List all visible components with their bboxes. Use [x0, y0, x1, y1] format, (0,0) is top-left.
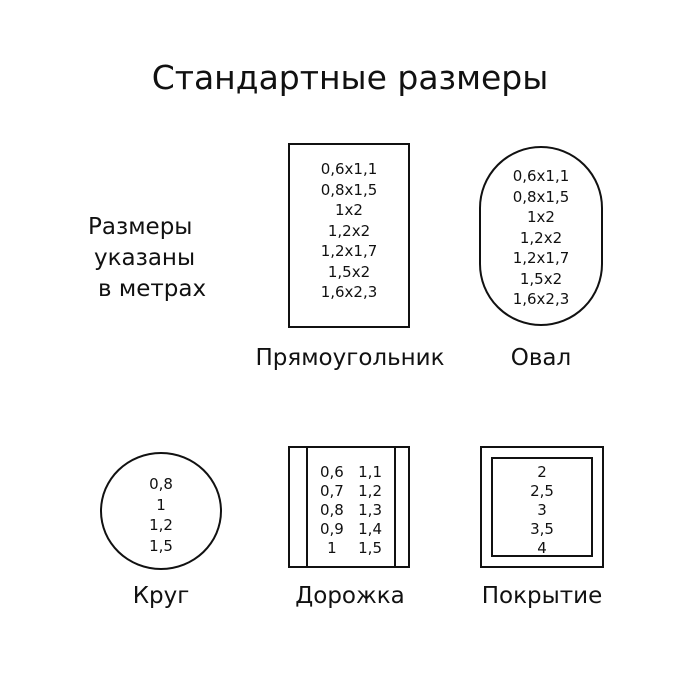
- circle-shape: 0,8 1 1,2 1,5: [100, 452, 222, 570]
- rectangle-shape: 0,6x1,1 0,8x1,5 1x2 1,2x2 1,2x1,7 1,5x2 …: [288, 143, 410, 328]
- oval-shape: 0,6x1,1 0,8x1,5 1x2 1,2x2 1,2x1,7 1,5x2 …: [479, 146, 603, 326]
- cover-label: Покрытие: [481, 583, 603, 609]
- oval-label: Овал: [510, 345, 572, 371]
- cover-inner-border: 2 2,5 3 3,5 4: [491, 457, 593, 557]
- units-note: Размеры указаны в метрах: [88, 214, 207, 302]
- cover-shape: 2 2,5 3 3,5 4: [480, 446, 604, 568]
- runner-label: Дорожка: [295, 583, 405, 609]
- circle-label: Круг: [132, 583, 190, 609]
- runner-inner-border: 0,6 0,7 0,8 0,9 1 1,1 1,2 1,3 1,4 1,5: [306, 446, 396, 568]
- runner-shape: 0,6 0,7 0,8 0,9 1 1,1 1,2 1,3 1,4 1,5: [288, 446, 410, 568]
- page-title: Стандартные размеры: [151, 58, 549, 97]
- rectangle-label: Прямоугольник: [255, 345, 445, 371]
